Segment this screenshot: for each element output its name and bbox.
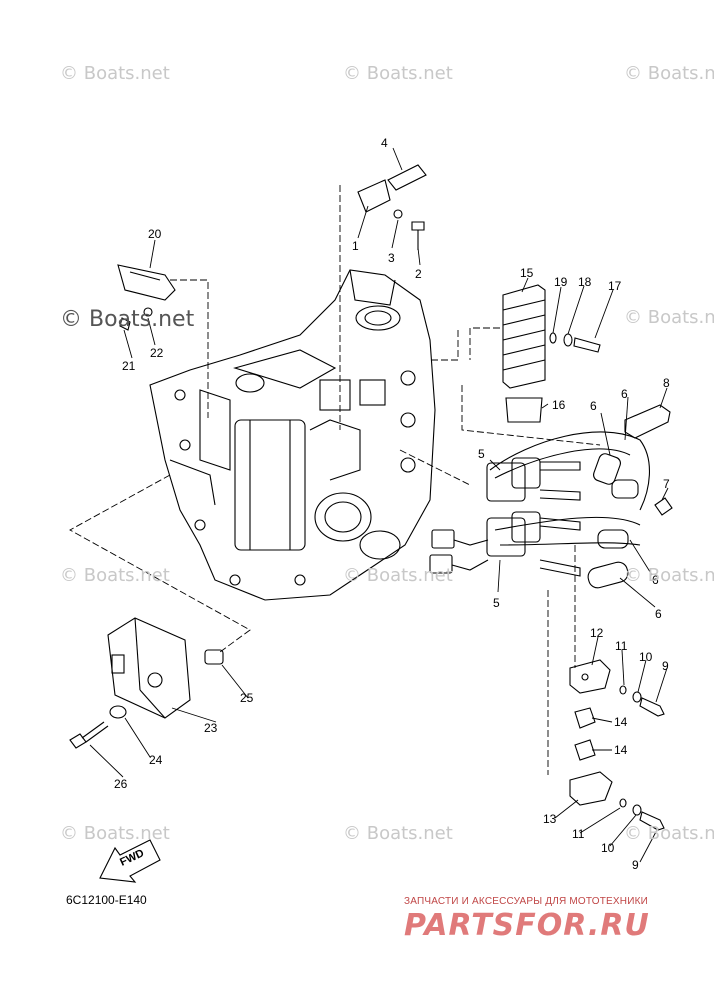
callout-5b: 5 — [493, 596, 500, 610]
bolt-part-26 — [69, 721, 109, 749]
callout-22: 22 — [150, 346, 164, 360]
watermark: © Boats.net — [343, 565, 453, 586]
rectifier-part-15 — [502, 284, 546, 389]
screws-17-18-19 — [549, 332, 601, 353]
watermark: © Boats.net — [60, 63, 170, 84]
bracket-part-20 — [117, 264, 176, 331]
clip-part-7 — [654, 497, 673, 516]
bracket-part-13 — [569, 771, 613, 806]
callout-6d: 6 — [655, 607, 662, 621]
fwd-arrow-icon: FWD — [99, 839, 161, 883]
callout-20: 20 — [148, 227, 162, 241]
callout-18: 18 — [578, 275, 592, 289]
callout-19: 19 — [554, 275, 568, 289]
collar-part-25 — [204, 649, 224, 665]
callout-24: 24 — [149, 753, 163, 767]
callout-10a: 10 — [639, 650, 653, 664]
watermark: © Boats.net — [624, 307, 714, 328]
callout-6c: 6 — [652, 573, 659, 587]
brand-logo: PARTSFOR.RU — [404, 908, 650, 943]
callout-9b: 9 — [632, 858, 639, 872]
cover-part-16 — [505, 397, 543, 423]
callout-25: 25 — [240, 691, 254, 705]
bracket-part-12 — [569, 659, 611, 694]
watermark: © Boats.net — [624, 823, 714, 844]
callout-11b: 11 — [572, 827, 585, 841]
fwd-label: FWD — [118, 847, 146, 868]
bracket-part-4 — [357, 164, 427, 250]
callout-6a: 6 — [590, 399, 597, 413]
callout-21: 21 — [122, 359, 136, 373]
callout-14a: 14 — [614, 715, 628, 729]
watermark: © Boats.net — [343, 823, 453, 844]
callout-23: 23 — [204, 721, 218, 735]
guide-lines — [69, 185, 601, 775]
callout-1: 1 — [352, 239, 359, 253]
callout-8: 8 — [663, 376, 670, 390]
engine-block — [149, 269, 436, 601]
clamps-part-14 — [574, 707, 596, 761]
watermark: © Boats.net — [624, 63, 714, 84]
callout-15: 15 — [520, 266, 534, 280]
callout-16: 16 — [552, 398, 566, 412]
callout-12: 12 — [590, 626, 604, 640]
watermark: © Boats.net — [60, 823, 170, 844]
watermark: © Boats.net — [343, 63, 453, 84]
callout-26: 26 — [114, 777, 128, 791]
leader-lines — [89, 147, 669, 863]
callout-7: 7 — [663, 477, 670, 491]
callout-9a: 9 — [662, 659, 669, 673]
callout-13: 13 — [543, 812, 557, 826]
promo-text: ЗАПЧАСТИ И АКСЕССУАРЫ ДЛЯ МОТОТЕХНИКИ — [404, 896, 649, 907]
grommet-part-24 — [109, 705, 127, 719]
plug-caps-part-6 — [489, 431, 651, 589]
watermark: © Boats.net — [624, 565, 714, 586]
watermark-dark: © Boats.net — [60, 307, 195, 332]
callout-5a: 5 — [478, 447, 485, 461]
callout-17: 17 — [608, 279, 622, 293]
bolts-9-10-11 — [619, 685, 665, 831]
cdi-unit-part-23 — [107, 617, 191, 719]
callout-4: 4 — [381, 136, 388, 150]
callout-10b: 10 — [601, 841, 615, 855]
holder-part-8 — [624, 404, 671, 439]
watermark: © Boats.net — [60, 565, 170, 586]
callout-14b: 14 — [614, 743, 628, 757]
diagram-code: 6C12100-E140 — [66, 893, 147, 907]
callout-numbers: 4 1 3 2 20 21 22 15 19 18 17 16 8 6 6 7 … — [114, 136, 670, 872]
callout-6b: 6 — [621, 387, 628, 401]
callout-11a: 11 — [615, 639, 628, 653]
ignition-coils-part-5 — [429, 457, 581, 577]
callout-2: 2 — [415, 267, 422, 281]
callout-3: 3 — [388, 251, 395, 265]
